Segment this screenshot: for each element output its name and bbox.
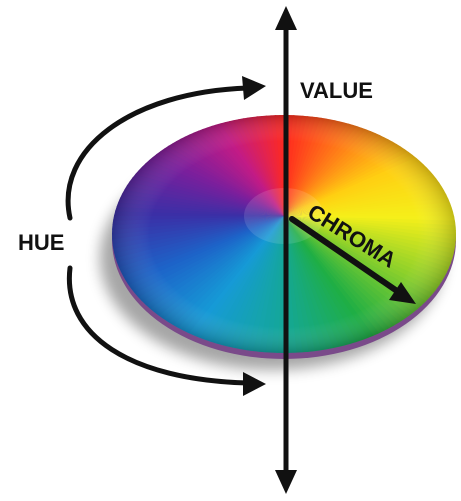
hue-label: HUE	[18, 230, 64, 255]
value-label: VALUE	[300, 78, 373, 103]
